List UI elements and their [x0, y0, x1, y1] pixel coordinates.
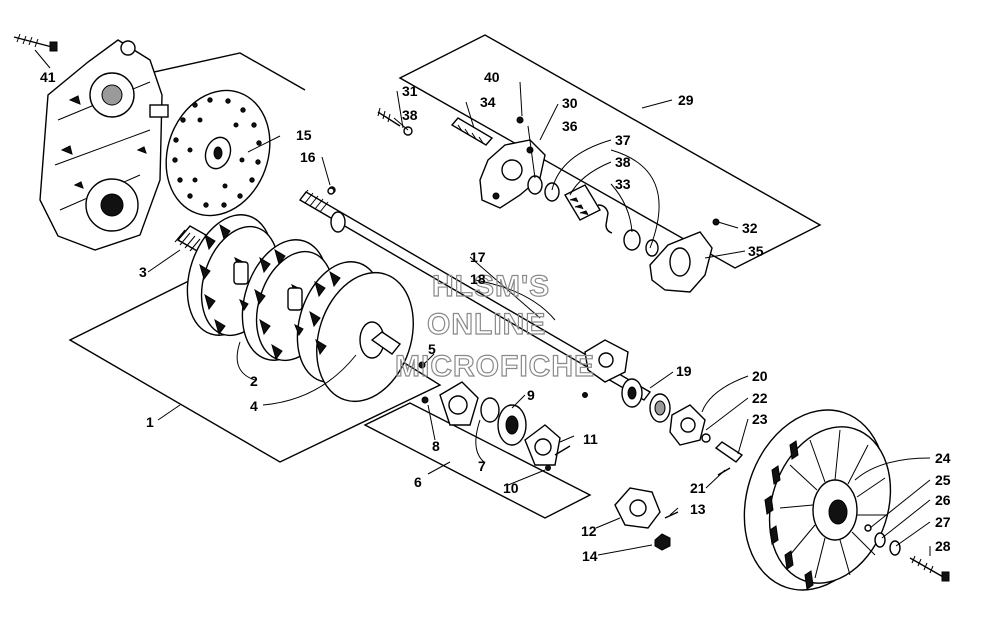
leader-lines [34, 49, 931, 556]
callout-5: 5 [428, 341, 436, 357]
callout-22: 22 [752, 390, 768, 406]
frame-bearing-assembly [363, 402, 592, 519]
callout-4: 4 [250, 398, 258, 414]
callout-14: 14 [582, 548, 598, 564]
frame-track-drive-assembly [68, 257, 442, 463]
callout-8: 8 [432, 438, 440, 454]
callout-6: 6 [414, 474, 422, 490]
bearing-housing-group [418, 361, 571, 471]
driven-wheel-24 [743, 409, 892, 591]
callout-19: 19 [676, 363, 692, 379]
callout-35: 35 [748, 243, 764, 259]
callout-21: 21 [690, 480, 706, 496]
watermark-line-1: HLSM'S [432, 270, 550, 303]
chaincase-housing [39, 39, 169, 251]
clip-16 [327, 187, 335, 195]
callout-10: 10 [503, 480, 519, 496]
flange-bearing-12 [614, 487, 679, 551]
callout-2: 2 [250, 373, 258, 389]
callout-12: 12 [581, 523, 597, 539]
watermark-line-3: MICROFICHE [395, 350, 595, 383]
callout-24: 24 [935, 450, 951, 466]
bearing-19-group [582, 339, 744, 476]
callout-11: 11 [583, 431, 598, 447]
frame-brake-assembly [398, 34, 822, 269]
callout-17: 17 [470, 249, 486, 265]
callout-9: 9 [527, 387, 535, 403]
callout-1: 1 [146, 414, 154, 430]
callout-36: 36 [562, 118, 578, 134]
callout-16: 16 [300, 149, 316, 165]
callout-26: 26 [935, 492, 951, 508]
callout-13: 13 [690, 501, 706, 517]
callout-31: 31 [402, 83, 418, 99]
assembly-frames [68, 34, 822, 519]
callout-7: 7 [478, 458, 486, 474]
callout-25: 25 [935, 472, 951, 488]
callout-33: 33 [615, 176, 631, 192]
frame-driveshaft-upper [117, 52, 306, 91]
callout-41: 41 [40, 69, 56, 85]
callout-30: 30 [562, 95, 578, 111]
callout-38-second: 38 [615, 154, 631, 170]
callout-20: 20 [752, 368, 768, 384]
callout-labels: 1 2 3 4 5 6 7 8 9 10 11 12 13 14 15 16 1… [40, 69, 951, 564]
brake-caliper-assembly [377, 107, 720, 293]
callout-38: 38 [402, 107, 418, 123]
callout-40: 40 [484, 69, 500, 85]
callout-3: 3 [139, 264, 147, 280]
brake-disc-15 [165, 89, 271, 217]
callout-28: 28 [935, 538, 951, 554]
callout-15: 15 [296, 127, 312, 143]
callout-29: 29 [678, 92, 694, 108]
track-drive-sprockets [174, 214, 414, 403]
watermark-line-2: ONLINE [427, 308, 546, 341]
callout-34: 34 [480, 94, 496, 110]
callout-18: 18 [470, 271, 486, 287]
watermark: HLSM'S ONLINE MICROFICHE [394, 269, 595, 383]
hardware-25-28 [864, 524, 950, 582]
callout-27: 27 [935, 514, 951, 530]
bolt-41 [13, 33, 58, 52]
callout-23: 23 [752, 411, 768, 427]
callout-37: 37 [615, 132, 631, 148]
callout-32: 32 [742, 220, 758, 236]
